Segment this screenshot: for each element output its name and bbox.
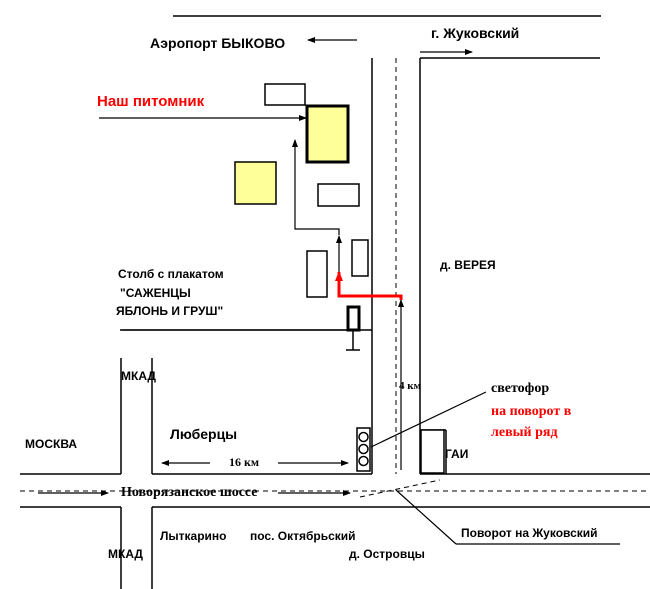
arrows — [38, 37, 620, 545]
building-right-low — [351, 239, 369, 277]
highway-label: Новорязанское шоссе — [121, 485, 258, 500]
distance-16-label: 16 км — [229, 455, 259, 469]
lyubertsy-label: Люберцы — [170, 426, 237, 442]
lytkarino-label: Лыткарино — [160, 529, 227, 543]
ostrovtsy-label: д. Островцы — [349, 547, 425, 561]
moscow-label: МОСКВА — [25, 437, 77, 451]
oktyabrsky-label: пос. Октябрьский — [250, 529, 356, 543]
buildings — [234, 83, 445, 474]
building-top-small — [264, 83, 306, 106]
zhukovsky-city-label: г. Жуковский — [431, 25, 519, 41]
traffic-light-lamp-2 — [358, 443, 369, 455]
pole-label-line2: "САЖЕНЦЫ — [120, 286, 191, 300]
building-mid — [317, 183, 360, 207]
nursery-building — [305, 104, 350, 164]
distance-4-label: 4 км — [399, 380, 422, 392]
gai-post — [420, 429, 445, 474]
route-to-nursery-arrow — [292, 139, 340, 235]
traffic-light-lamp-3 — [358, 455, 369, 467]
traffic-light-lamp-1 — [358, 431, 369, 443]
turn-zhukovsky-label: Поворот на Жуковский — [461, 526, 598, 540]
labels: Аэропорт БЫКОВО г. Жуковский Наш питомни… — [25, 25, 598, 561]
turn-lane-line2: левый ряд — [491, 425, 558, 440]
turn-zhukovsky-pointer — [395, 489, 457, 545]
vereya-label: д. ВЕРЕЯ — [440, 258, 496, 272]
mkad-bottom-label: МКАД — [108, 547, 143, 561]
billboard-pole-sign — [346, 305, 361, 332]
turn-dash-line — [359, 479, 441, 498]
nursery-label: Наш питомник — [97, 93, 205, 110]
yellow-building — [234, 161, 277, 205]
lane-dividers — [20, 58, 650, 498]
turn-lane-line1: на поворот в — [491, 404, 572, 419]
gai-label: ГАИ — [445, 447, 468, 461]
traffic-light-label: светофор — [491, 381, 549, 396]
traffic-light — [356, 427, 371, 472]
mkad-top-label: МКАД — [121, 369, 156, 383]
pole-label-line1: Столб с плакатом — [118, 267, 224, 281]
airport-label: Аэропорт БЫКОВО — [150, 35, 285, 51]
traffic-light-pointer — [370, 391, 487, 448]
building-left-low — [306, 250, 328, 298]
red-route-arrow — [335, 271, 403, 300]
pole-label-line3: ЯБЛОНЬ И ГРУШ" — [116, 304, 223, 318]
